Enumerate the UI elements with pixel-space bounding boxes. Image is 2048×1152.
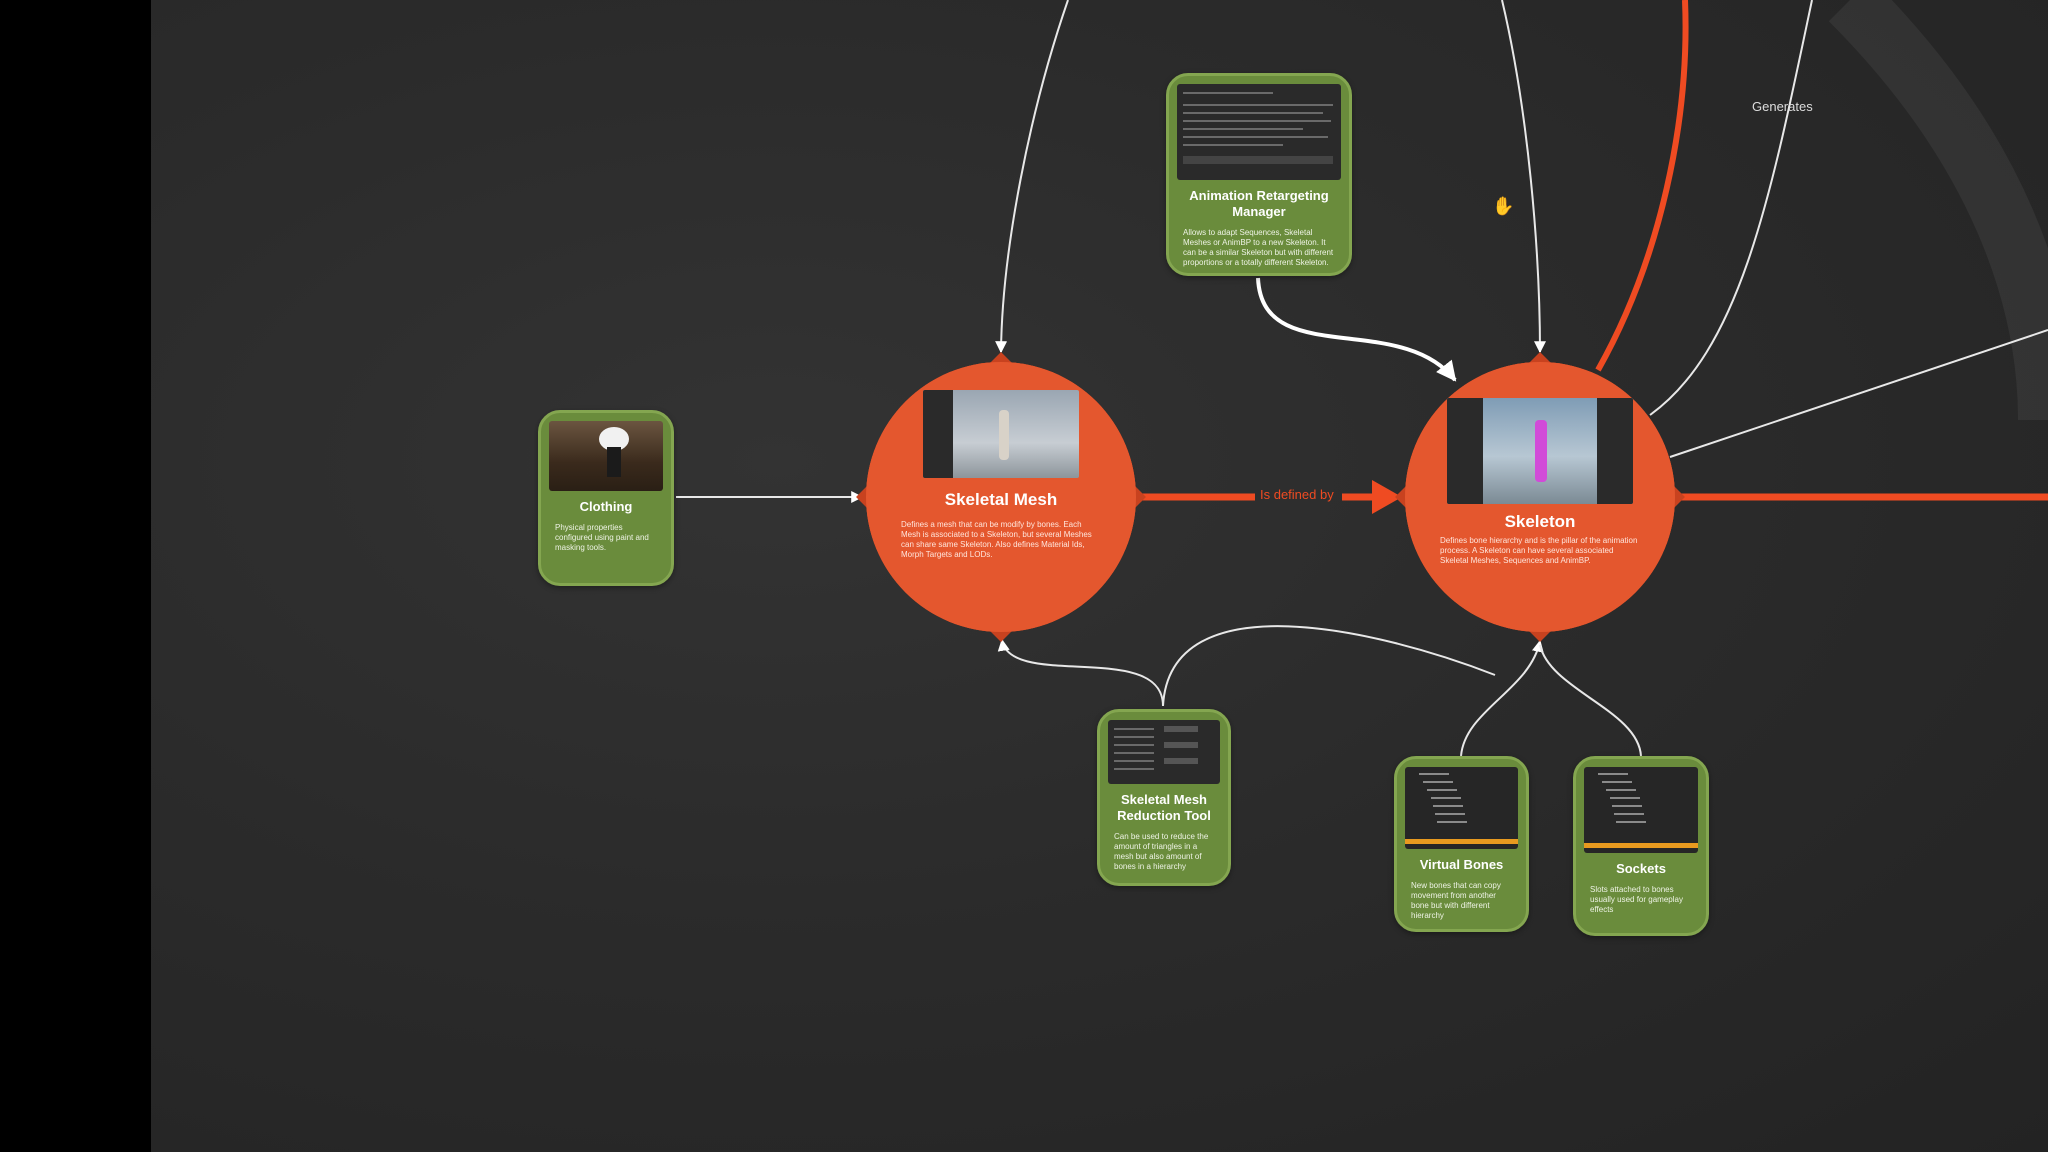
clothing-title: Clothing bbox=[579, 499, 633, 514]
skeletal-mesh-title: Skeletal Mesh bbox=[944, 490, 1058, 509]
anim-retarget-thumbnail bbox=[1177, 84, 1341, 180]
reduction-tool-thumbnail bbox=[1108, 720, 1220, 784]
skeletal-mesh-desc: Defines a mesh that can be modify by bon… bbox=[901, 520, 1092, 559]
edge-reduction-to-skeletal-mesh bbox=[997, 638, 1164, 707]
anim-retarget-desc: Allows to adapt Sequences, Skeletal Mesh… bbox=[1183, 228, 1334, 267]
background-arc bbox=[1828, 0, 2048, 421]
node-virtual-bones[interactable]: Virtual Bones New bones that can copy mo… bbox=[1394, 756, 1529, 932]
sockets-desc: Slots attached to bones usually used for… bbox=[1590, 885, 1683, 914]
clothing-desc: Physical properties configured using pai… bbox=[555, 523, 649, 552]
edge-skeleton-red-up bbox=[1595, 0, 1689, 372]
node-skeletal-mesh[interactable]: Skeletal Mesh Defines a mesh that can be… bbox=[856, 352, 1146, 642]
node-animation-retargeting-manager[interactable]: Animation Retargeting Manager Allows to … bbox=[1166, 73, 1352, 276]
skeleton-desc: Defines bone hierarchy and is the pillar… bbox=[1440, 536, 1638, 565]
node-sockets[interactable]: Sockets Slots attached to bones usually … bbox=[1573, 756, 1709, 936]
edge-virtual-bones-to-skeleton bbox=[1460, 639, 1544, 757]
edge-reduction-to-skeleton bbox=[1162, 625, 1496, 707]
virtual-bones-title: Virtual Bones bbox=[1419, 857, 1504, 872]
hand-cursor-icon: ✋ bbox=[1492, 196, 1515, 216]
skeletal-mesh-thumbnail bbox=[923, 390, 1079, 478]
node-skeletal-mesh-reduction-tool[interactable]: Skeletal Mesh Reduction Tool Can be used… bbox=[1097, 709, 1231, 886]
node-skeleton[interactable]: Skeleton Defines bone hierarchy and is t… bbox=[1395, 352, 1685, 642]
edge-retarget-to-skeleton bbox=[1256, 277, 1457, 382]
edge-skeleton-right bbox=[1669, 329, 2048, 458]
left-black-bar bbox=[0, 0, 151, 1152]
reduction-tool-desc: Can be used to reduce the amount of tria… bbox=[1114, 832, 1209, 871]
reduction-tool-title: Skeletal Mesh Reduction Tool bbox=[1117, 792, 1211, 823]
node-clothing[interactable]: Clothing Physical properties configured … bbox=[538, 410, 674, 586]
anim-retarget-title: Animation Retargeting Manager bbox=[1189, 188, 1329, 219]
skeleton-title: Skeleton bbox=[1504, 512, 1576, 531]
edge-label-is-defined-by: Is defined by bbox=[1260, 487, 1334, 502]
clothing-thumbnail bbox=[549, 421, 663, 491]
edge-top-to-skeletal-mesh bbox=[995, 0, 1069, 354]
skeleton-thumbnail bbox=[1447, 398, 1633, 504]
edge-top-to-skeleton bbox=[1501, 0, 1546, 354]
edge-skeleton-generates bbox=[1649, 0, 1813, 416]
edge-sockets-to-skeleton bbox=[1539, 644, 1642, 757]
edge-label-generates: Generates bbox=[1752, 99, 1813, 114]
sockets-title: Sockets bbox=[1616, 861, 1666, 876]
virtual-bones-thumbnail bbox=[1405, 767, 1518, 849]
virtual-bones-desc: New bones that can copy movement from an… bbox=[1411, 881, 1501, 920]
sockets-thumbnail bbox=[1584, 767, 1698, 853]
